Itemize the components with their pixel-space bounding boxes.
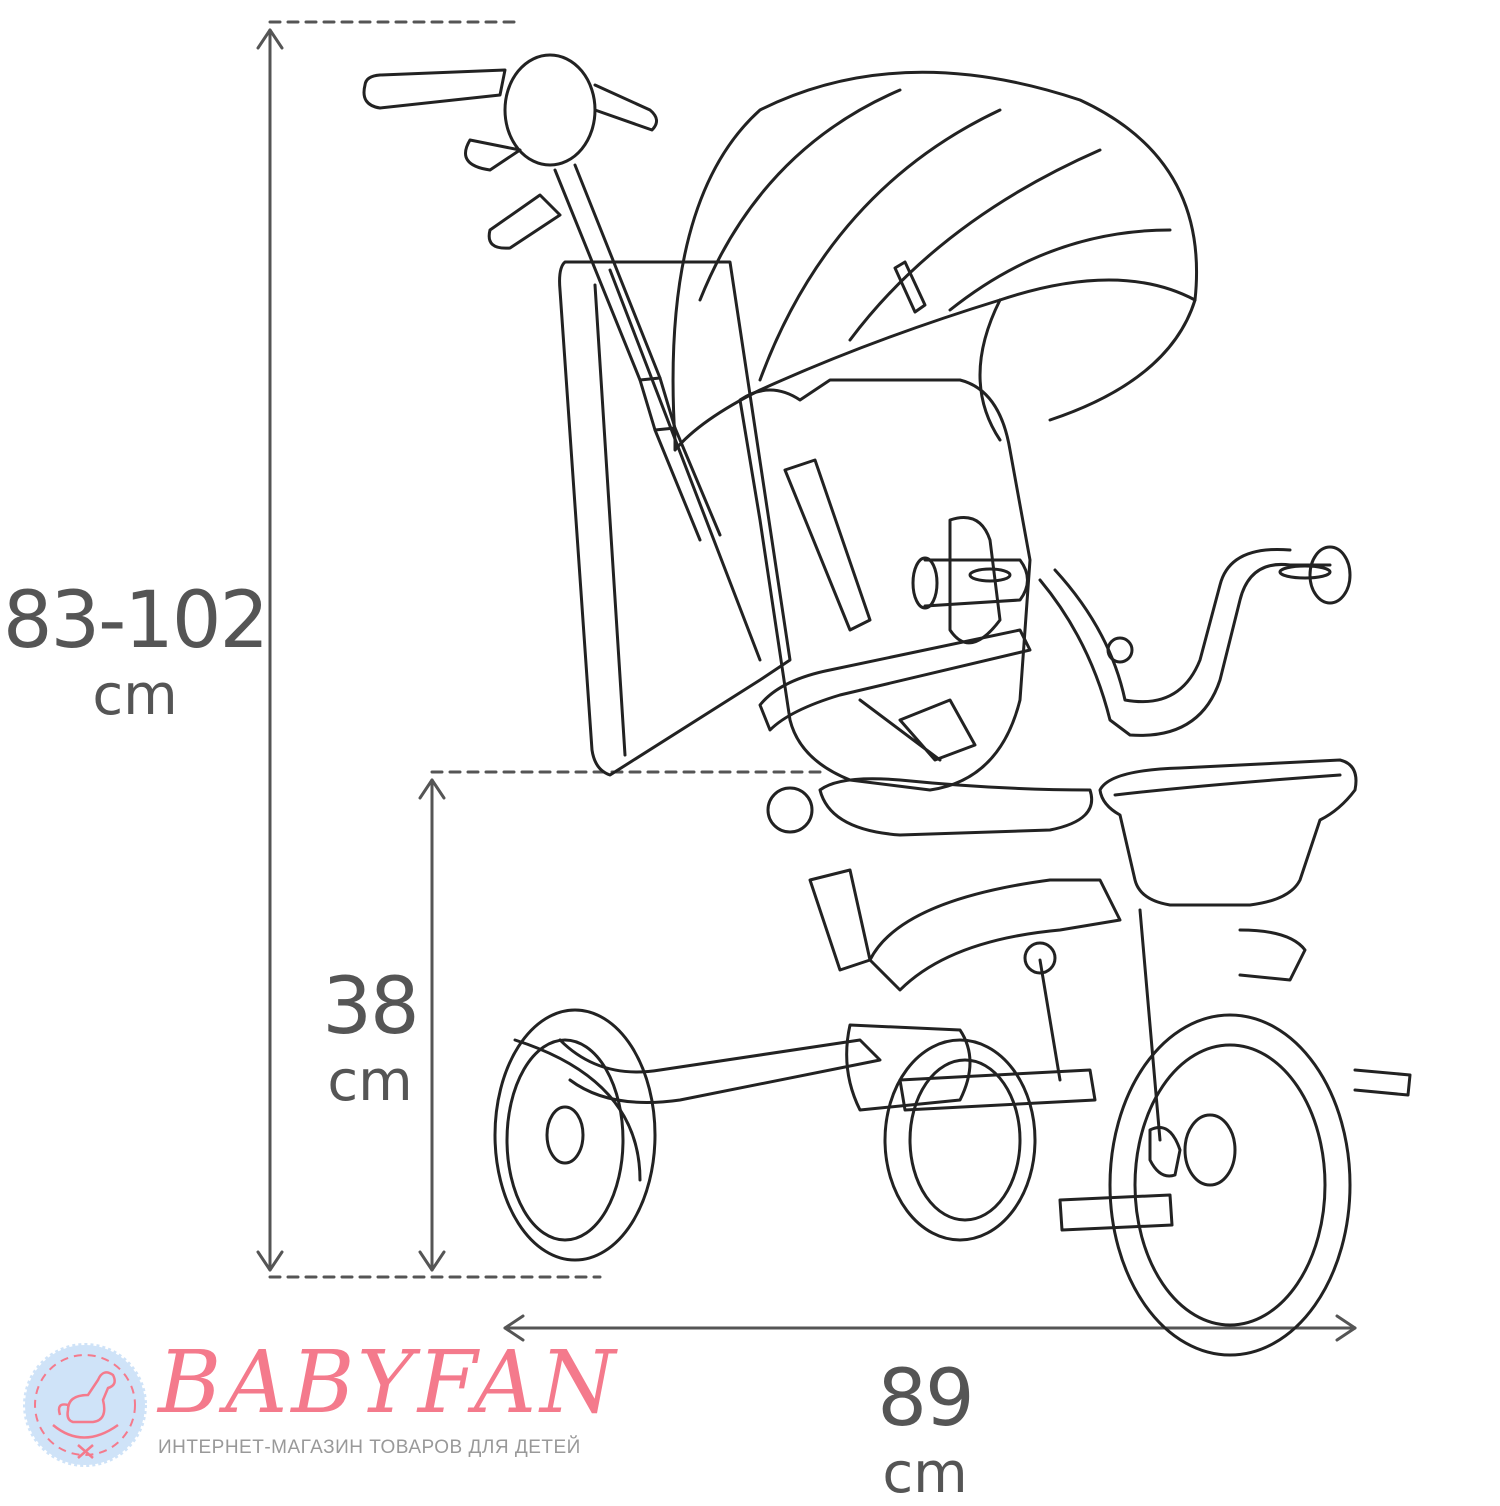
length-dimension-label: 89 cm [860, 1360, 990, 1502]
push-handle [362, 53, 722, 542]
length-unit: cm [882, 1441, 968, 1506]
dimension-lines [256, 20, 1357, 1342]
brand-name: BABYFAN [158, 1333, 620, 1433]
rear-bag [558, 260, 792, 777]
frame [558, 777, 1412, 1142]
front-wheel [1058, 1013, 1352, 1357]
seat [738, 378, 1032, 792]
seat-height-dimension-label: 38 cm [310, 968, 430, 1110]
front-basket [1098, 758, 1358, 907]
height-dimension-label: 83-102 cm [0, 582, 270, 724]
handlebar [1038, 545, 1352, 737]
safety-bar [758, 556, 1032, 732]
height-value: 83-102 [2, 576, 269, 666]
brand-tagline: ИНТЕРНЕТ-МАГАЗИН ТОВАРОВ ДЛЯ ДЕТЕЙ [158, 1437, 581, 1458]
length-value: 89 [877, 1354, 974, 1444]
rear-right-wheel [883, 1038, 1037, 1242]
height-unit: cm [92, 663, 178, 728]
canopy [671, 70, 1199, 452]
seat-height-unit: cm [327, 1049, 413, 1114]
rocking-horse-logo-icon [23, 1343, 147, 1467]
rear-left-wheel [493, 1008, 657, 1262]
seat-height-value: 38 [322, 962, 419, 1052]
footrest [1058, 1193, 1174, 1232]
